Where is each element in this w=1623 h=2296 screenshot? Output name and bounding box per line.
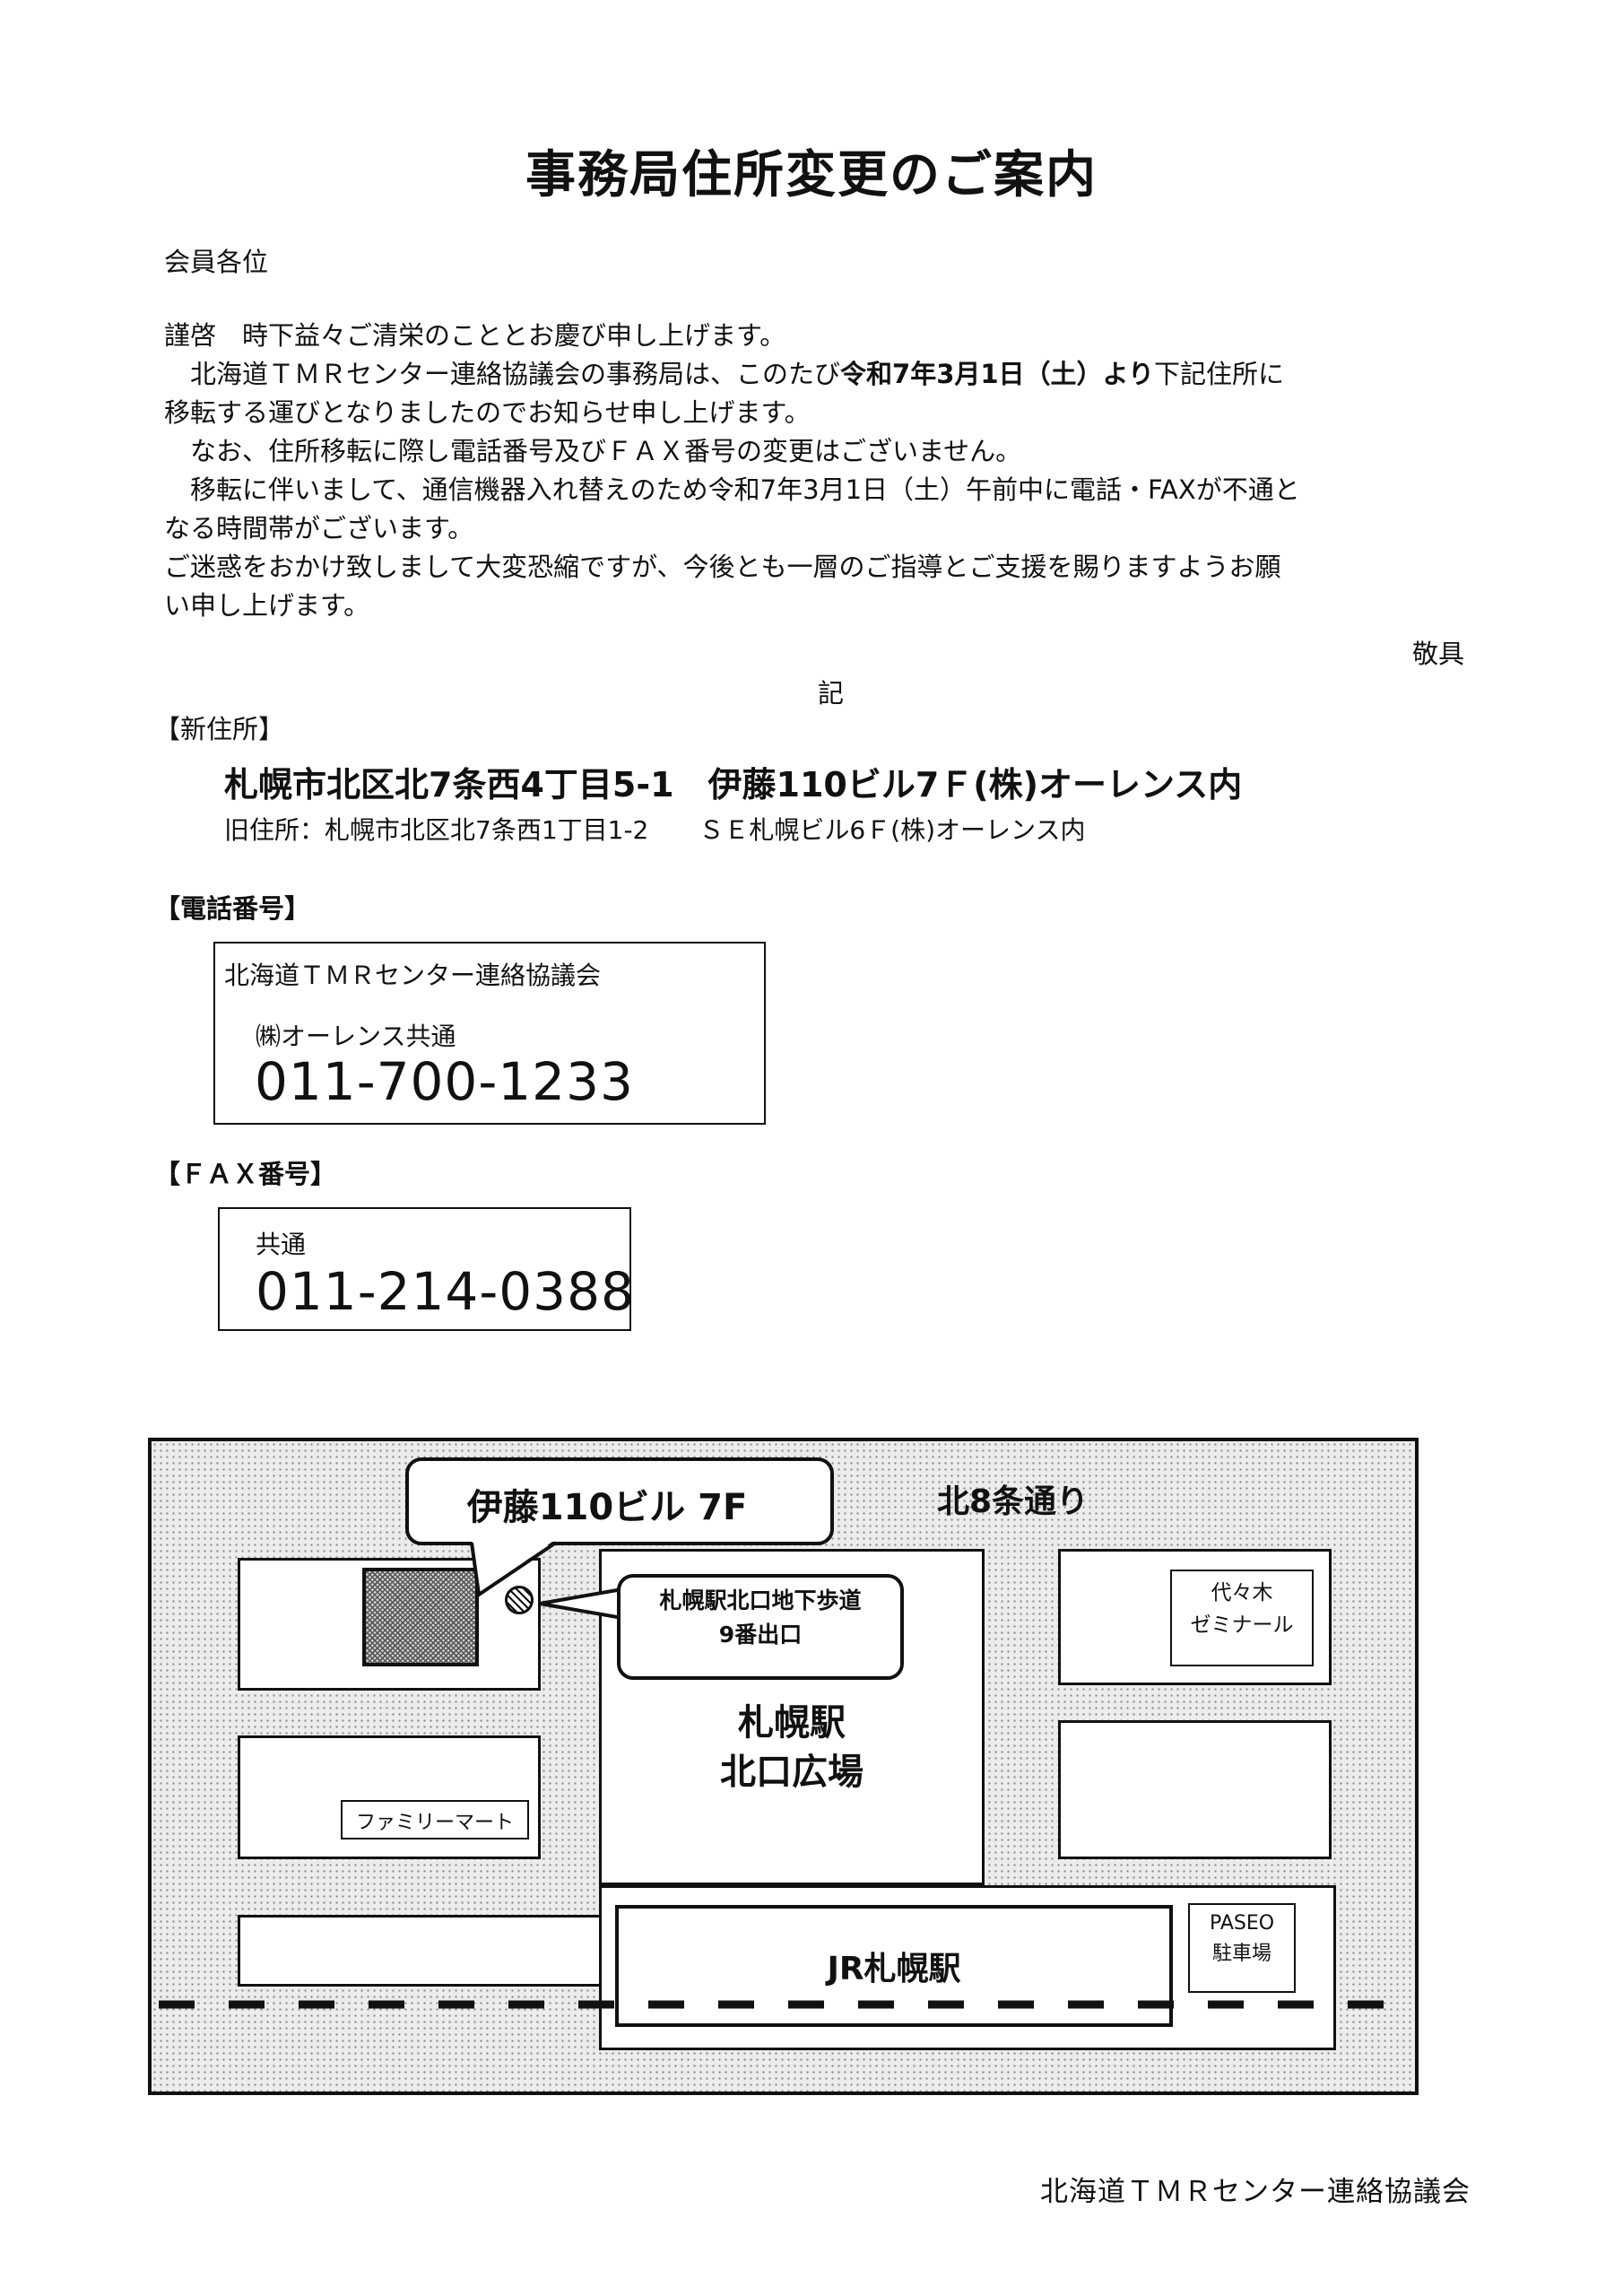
body-line-8: い申し上げます。	[164, 590, 370, 621]
map-yoyogi-label-1: 代々木	[1211, 1581, 1273, 1605]
old-address: 旧住所：札幌市北区北7条西1丁目1-2 ＳＥ札幌ビル6Ｆ(株)オーレンス内	[224, 815, 1086, 845]
map-railway-line	[159, 2000, 1408, 2009]
phone-sub: ㈱オーレンス共通	[256, 1022, 456, 1051]
map-paseo-label-2: 駐車場	[1211, 1943, 1271, 1965]
body-line-6: なる時間帯がございます。	[164, 513, 474, 544]
phone-number: 011-700-1233	[255, 1051, 634, 1112]
map-exit-callout-pointer	[539, 1587, 623, 1620]
phone-box: 北海道ＴＭＲセンター連絡協議会 ㈱オーレンス共通 011-700-1233	[213, 942, 766, 1125]
salutation: 会員各位	[164, 247, 269, 277]
map-exit-callout-label-1: 札幌駅北口地下歩道	[659, 1587, 862, 1613]
map-block-familymart	[238, 1735, 541, 1859]
map-building-callout-pointer	[470, 1539, 558, 1598]
body-line-5: 移転に伴いまして、通信機器入れ替えのため令和7年3月1日（土）午前中に電話・FA…	[164, 474, 1300, 505]
map-block-right-middle	[1058, 1720, 1332, 1859]
phone-org: 北海道ＴＭＲセンター連絡協議会	[224, 961, 602, 990]
footer-organization: 北海道ＴＭＲセンター連絡協議会	[1040, 2176, 1471, 2208]
effective-date: 令和7年3月1日（土）より	[840, 359, 1154, 389]
map-paseo-label-1: PASEO	[1209, 1912, 1275, 1935]
map-ito-building-marker	[362, 1568, 479, 1666]
fax-heading: 【ＦＡＸ番号】	[154, 1159, 337, 1189]
body-line-7: ご迷惑をおかけ致しまして大変恐縮ですが、今後とも一層のご指導とご支援を賜りますよ…	[164, 552, 1281, 582]
new-address: 札幌市北区北7条西4丁目5-1 伊藤110ビル7Ｆ(株)オーレンス内	[224, 765, 1243, 804]
fax-sub: 共通	[256, 1230, 307, 1259]
closing: 敬具	[1412, 639, 1465, 669]
map-yoyogi-label-box	[1170, 1570, 1314, 1666]
map-plaza-label-2: 北口広場	[720, 1752, 864, 1793]
body-line-3: 移転する運びとなりましたのでお知らせ申し上げます。	[164, 397, 811, 428]
map-familymart-label-box	[341, 1800, 529, 1839]
body-line-2: 北海道ＴＭＲセンター連絡協議会の事務局は、このたび令和7年3月1日（土）より下記…	[164, 352, 1284, 396]
subway-exit-icon	[505, 1586, 534, 1614]
map-jr-label: JR札幌駅	[827, 1951, 961, 1987]
ki-mark: 記	[818, 678, 845, 709]
map-familymart-label: ファミリーマート	[355, 1812, 514, 1834]
body-line-4: なお、住所移転に際し電話番号及びＦＡＸ番号の変更はございません。	[164, 436, 1022, 466]
map-building-callout-label: 伊藤110ビル 7F	[466, 1487, 748, 1528]
fax-number: 011-214-0388	[256, 1261, 635, 1322]
map-building-callout	[405, 1457, 834, 1545]
map-paseo-box	[1188, 1903, 1296, 1993]
map-block-bottom-left	[238, 1915, 632, 1987]
body-line-2-post: 下記住所に	[1153, 359, 1284, 389]
map-yoyogi-label-2: ゼミナール	[1190, 1613, 1294, 1637]
map-exit-callout	[617, 1574, 904, 1680]
body-line-1: 謹啓 時下益々ご清栄のこととお慶び申し上げます。	[164, 320, 786, 351]
new-address-heading: 【新住所】	[154, 714, 285, 744]
map-street-label: 北8条通り	[937, 1483, 1089, 1520]
phone-heading: 【電話番号】	[154, 893, 311, 924]
map-plaza-label-1: 札幌駅	[738, 1702, 846, 1744]
map-exit-callout-label-2: 9番出口	[718, 1622, 803, 1648]
page-title: 事務局住所変更のご案内	[525, 146, 1098, 204]
fax-box: 共通 011-214-0388	[218, 1207, 634, 1331]
body-line-2-pre: 北海道ＴＭＲセンター連絡協議会の事務局は、このたび	[164, 359, 841, 389]
